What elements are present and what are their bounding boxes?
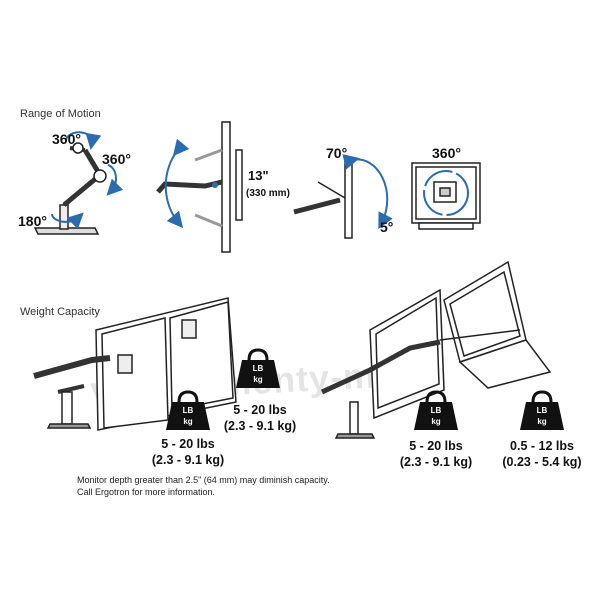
- weight-icon-dual-right: LB kg: [234, 348, 282, 390]
- weight-label-monitor: 5 - 20 lbs (2.3 - 9.1 kg): [384, 438, 488, 470]
- fig2-lift-metric-label: (330 mm): [246, 188, 290, 199]
- weight-kg: (2.3 - 9.1 kg): [223, 419, 297, 433]
- weight-kg: (0.23 - 5.4 kg): [502, 455, 582, 469]
- weight-icon-dual-left: LB kg: [164, 390, 212, 432]
- svg-text:LB: LB: [431, 406, 442, 415]
- fig3-tilt-down-label: 5°: [380, 219, 393, 235]
- fig-tilt: [293, 154, 393, 239]
- capacity-note-line2: Call Ergotron for more information.: [77, 487, 216, 497]
- range-of-motion-heading: Range of Motion: [20, 108, 101, 120]
- fig2-lift-label: 13": [248, 168, 269, 183]
- fig-lift: [156, 121, 243, 253]
- fig1-base-rotation-label: 180°: [18, 213, 47, 229]
- weight-label-laptop: 0.5 - 12 lbs (0.23 - 5.4 kg): [490, 438, 594, 470]
- svg-text:kg: kg: [183, 417, 192, 426]
- weight-kg: (2.3 - 9.1 kg): [399, 455, 473, 469]
- svg-text:kg: kg: [537, 417, 546, 426]
- weight-label-dual-right: 5 - 20 lbs (2.3 - 9.1 kg): [210, 402, 310, 434]
- weight-icon-monitor: LB kg: [412, 390, 460, 432]
- weight-lbs: 0.5 - 12 lbs: [510, 439, 574, 453]
- capacity-note: Monitor depth greater than 2.5" (64 mm) …: [77, 474, 377, 498]
- fig4-rotation-label: 360°: [432, 145, 461, 161]
- weight-lbs: 5 - 20 lbs: [233, 403, 287, 417]
- weight-kg: (2.3 - 9.1 kg): [151, 453, 225, 467]
- fig-dual-monitor: [33, 297, 237, 431]
- fig-arm-rotation: [33, 131, 124, 235]
- fig-monitor-laptop: [320, 260, 552, 439]
- fig-rotation: [411, 162, 481, 230]
- fig1-right-rotation-label: 360°: [102, 151, 131, 167]
- capacity-note-line1: Monitor depth greater than 2.5" (64 mm) …: [77, 475, 330, 485]
- weight-label-dual-left: 5 - 20 lbs (2.3 - 9.1 kg): [136, 436, 240, 468]
- svg-text:kg: kg: [253, 375, 262, 384]
- fig3-tilt-up-label: 70°: [326, 145, 347, 161]
- fig1-top-rotation-label: 360°: [52, 131, 81, 147]
- weight-lbs: 5 - 20 lbs: [161, 437, 215, 451]
- svg-text:kg: kg: [431, 417, 440, 426]
- svg-text:LB: LB: [537, 406, 548, 415]
- svg-text:LB: LB: [253, 364, 264, 373]
- weight-icon-laptop: LB kg: [518, 390, 566, 432]
- weight-capacity-heading: Weight Capacity: [20, 306, 100, 318]
- svg-text:LB: LB: [183, 406, 194, 415]
- weight-lbs: 5 - 20 lbs: [409, 439, 463, 453]
